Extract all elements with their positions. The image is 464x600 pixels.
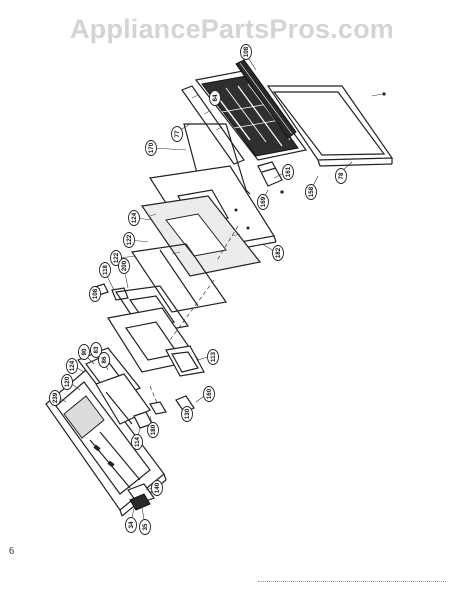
svg-text:122: 122 (113, 252, 120, 263)
callout-124-lower: 124 (66, 358, 78, 374)
hinge-bracket (257, 161, 284, 194)
callout-124-upper: 124 (128, 210, 140, 226)
retaining-frame (130, 243, 228, 313)
svg-text:130: 130 (184, 408, 191, 419)
svg-text:77: 77 (174, 130, 181, 137)
callout-113: 113 (207, 349, 219, 365)
glass-door-panel (194, 69, 308, 161)
outer-door-frame (266, 85, 394, 167)
screw-icon (382, 92, 386, 96)
svg-text:122: 122 (126, 234, 133, 245)
small-plate (165, 345, 205, 377)
callout-118: 118 (99, 262, 111, 278)
callout-140: 140 (151, 480, 163, 496)
callout-78: 78 (335, 168, 347, 184)
callout-114: 114 (131, 434, 143, 450)
callout-35: 35 (139, 519, 151, 535)
watermark: AppliancePartsPros.com (69, 14, 394, 44)
callout-182: 182 (272, 245, 284, 261)
callout-161: 161 (282, 164, 294, 180)
svg-text:161: 161 (285, 166, 292, 177)
svg-text:114: 114 (134, 436, 141, 447)
callout-160: 160 (203, 386, 215, 402)
svg-text:90: 90 (81, 348, 88, 355)
control-bracket (77, 347, 151, 425)
svg-text:113: 113 (210, 351, 217, 362)
svg-text:158: 158 (308, 186, 315, 197)
rivet-icon (246, 226, 250, 230)
svg-text:34: 34 (128, 521, 135, 528)
callout-83: 83 (90, 342, 102, 358)
callout-130: 130 (181, 406, 193, 422)
callout-158: 158 (305, 184, 317, 200)
rivet-icon (234, 208, 238, 212)
svg-text:78: 78 (338, 172, 345, 179)
svg-text:200: 200 (121, 260, 128, 271)
control-knob (127, 483, 155, 511)
svg-text:108: 108 (92, 288, 99, 299)
callout-bubbles: 84 108 77 78 170 158 161 169 (49, 44, 347, 535)
insulation-pad (140, 195, 262, 277)
svg-text:124: 124 (131, 212, 138, 223)
svg-text:182: 182 (275, 247, 282, 258)
svg-text:169: 169 (260, 196, 267, 207)
callout-86: 86 (98, 352, 110, 368)
callout-239: 239 (49, 390, 61, 406)
callout-200: 200 (118, 258, 130, 274)
svg-text:160: 160 (206, 388, 213, 399)
callout-34: 34 (125, 517, 137, 533)
svg-text:84: 84 (212, 94, 219, 101)
svg-text:170: 170 (148, 142, 155, 153)
footer-scan-artifact (258, 581, 446, 586)
callout-122-b: 122 (110, 250, 122, 266)
svg-text:239: 239 (52, 392, 59, 403)
callout-90: 90 (78, 344, 90, 360)
door-handle (235, 59, 297, 139)
page-number: 6 (9, 546, 14, 557)
svg-text:180: 180 (150, 424, 157, 435)
callout-180: 180 (147, 422, 159, 438)
callout-108-lower: 108 (89, 286, 101, 302)
callout-122-a: 122 (123, 232, 135, 248)
svg-text:118: 118 (102, 264, 109, 275)
svg-text:124: 124 (69, 360, 76, 371)
svg-text:120: 120 (64, 376, 71, 387)
svg-text:83: 83 (93, 346, 100, 353)
callout-77: 77 (171, 126, 183, 142)
hinge-screw-icon (280, 190, 284, 194)
svg-text:140: 140 (154, 482, 161, 493)
callout-170: 170 (145, 140, 157, 156)
svg-text:108: 108 (243, 46, 250, 57)
callout-108: 108 (240, 44, 252, 60)
door-side-rail (181, 85, 245, 165)
callout-120: 120 (61, 374, 73, 390)
callout-169: 169 (257, 194, 269, 210)
svg-text:35: 35 (142, 523, 149, 530)
control-panel-assembly (45, 369, 167, 517)
callout-84: 84 (209, 90, 221, 106)
svg-text:86: 86 (101, 356, 108, 363)
